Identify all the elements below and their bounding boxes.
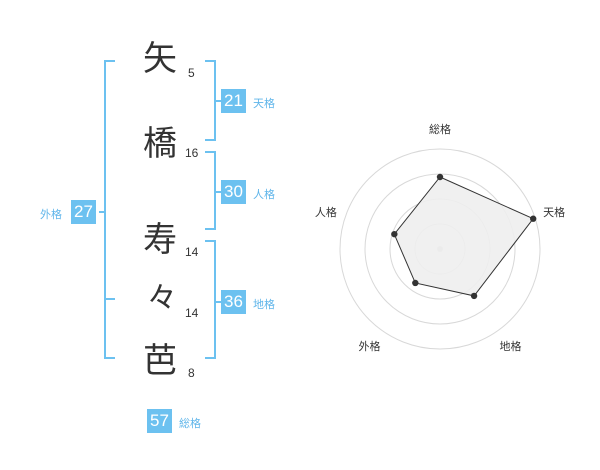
radar-axis-label-5: 人格: [315, 205, 337, 219]
stroke-count-1: 5: [188, 66, 195, 80]
name-char-4: 々: [147, 281, 177, 316]
stroke-count-2: 16: [185, 146, 199, 160]
stroke-count-4: 14: [185, 306, 199, 320]
soukaku-badge: 57: [147, 409, 172, 433]
jinkaku-bracket: [205, 151, 216, 230]
radar-point-4: [412, 279, 419, 287]
name-char-1: 矢: [143, 39, 177, 79]
jinkaku-label: 人格: [253, 188, 275, 201]
soukaku-label: 総格: [179, 417, 201, 430]
radar-grid-ring-4: [339, 148, 541, 350]
radar-axis-label-3: 地格: [500, 339, 522, 353]
radar-axis-label-1: 総格: [429, 122, 451, 136]
radar-point-5: [391, 230, 398, 238]
chikaku-badge: 36: [221, 290, 246, 314]
radar-axis-label-4: 外格: [358, 339, 380, 353]
gaikaku-badge: 27: [71, 200, 96, 224]
gaikaku-bracket: [104, 60, 115, 359]
radar-axis-label-2: 天格: [543, 205, 565, 219]
name-char-2: 橋: [143, 124, 177, 164]
name-char-5: 芭: [143, 341, 177, 381]
radar-point-1: [436, 173, 444, 181]
stroke-count-3: 14: [185, 245, 199, 259]
tenkaku-label: 天格: [253, 97, 275, 110]
jinkaku-badge: 30: [221, 180, 246, 204]
tenkaku-badge: 21: [221, 89, 246, 113]
gaikaku-label: 外格: [40, 208, 62, 221]
name-char-3: 寿: [143, 220, 177, 260]
stroke-count-5: 8: [188, 366, 195, 380]
chikaku-label: 地格: [253, 298, 275, 311]
chikaku-bracket: [205, 240, 216, 359]
radar-value-polygon: [393, 176, 534, 297]
radar-point-3: [470, 292, 478, 300]
radar-point-2: [530, 215, 537, 222]
